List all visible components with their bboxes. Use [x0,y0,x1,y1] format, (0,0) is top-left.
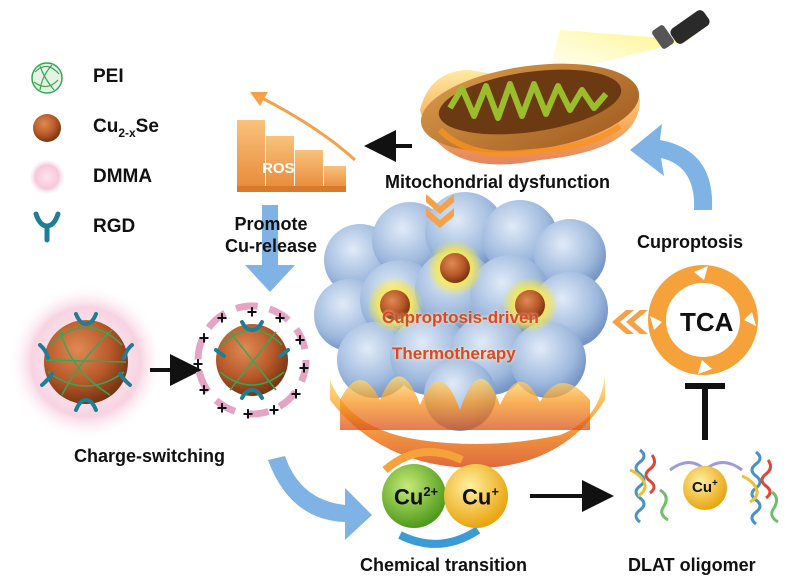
cu-transition [382,448,508,548]
cu2xse-legend-icon [33,114,61,142]
legend [30,62,64,243]
cu2xse-main: Cu [93,116,119,137]
dlat-oligomer-label: DLAT oligomer [628,555,756,575]
plus-charge-icon: + [193,354,204,374]
cu2plus-sup: 2+ [423,484,439,499]
nanoparticle-charged: + + + + + + + + + + + + [193,302,310,424]
arrow-charge-to-chem [268,456,372,540]
cu1plus-ball [444,464,508,528]
dlat-cu-base: Cu [692,479,712,496]
flashlight-icon [652,10,710,49]
plus-charge-icon: + [199,328,210,348]
plus-charge-icon: + [299,358,310,378]
plus-charge-icon: + [275,308,286,328]
promote-label: Promote Cu-release [225,213,317,257]
legend-label-cu2xse: Cu2-xSe [93,116,159,140]
dlat-cu-label: Cu+ [692,478,718,496]
plus-charge-icon: + [295,330,306,350]
therapy-label-line1: Cuproptosis-driven [382,308,539,327]
plus-charge-icon: + [199,380,210,400]
plus-charge-icon: + [247,302,258,322]
nanoparticle-dmma [8,284,164,440]
cu1plus-base: Cu [462,484,492,510]
inhibition-bar [685,383,725,440]
legend-label-dmma: DMMA [93,166,153,187]
mitochondrion [420,10,710,165]
dlat-oligomer [629,448,779,526]
dmma-legend-icon [30,160,64,194]
left-chevrons-icon [612,310,648,334]
rgd-legend-icon [33,211,61,243]
plus-charge-icon: + [217,308,228,328]
tca-label: TCA [680,307,734,337]
arrow-cuproptosis-to-mito [630,124,713,210]
plus-charge-icon: + [291,384,302,404]
cu1plus-sup: + [491,484,499,499]
ros-label: ROS [262,160,295,177]
down-chevrons-icon [426,194,454,228]
promote-line1: Promote [234,214,308,234]
positive-charges: + + + + + + + + + + + + [193,302,310,424]
therapy-label-line2: Thermotherapy [392,344,516,363]
glowing-nanoparticle [502,277,558,333]
tca-cycle [648,265,758,375]
chemical-transition-label: Chemical transition [360,555,528,575]
ros-bar-icon [237,92,357,192]
plus-charge-icon: + [217,398,228,418]
glowing-nanoparticle [367,277,423,333]
arrow-ros-to-charge [245,205,295,292]
plus-charge-icon: + [243,404,254,424]
cu2xse-tail: Se [135,116,159,137]
pei-legend-icon [31,62,63,94]
plus-charge-icon: + [269,400,280,420]
cu2plus-base: Cu [394,484,424,510]
dlat-cu-sup: + [712,478,718,489]
promote-line2: Cu-release [225,236,318,256]
legend-label-pei: PEI [93,66,124,87]
cu1plus-label: Cu+ [462,484,499,510]
cu2plus-ball [382,464,446,528]
cu2plus-label: Cu2+ [394,484,438,510]
mito-dysfunction-label: Mitochondrial dysfunction [385,172,610,192]
legend-label-rgd: RGD [93,216,136,237]
dlat-cu-ball [683,466,727,510]
cu2xse-sub: 2-x [118,125,136,140]
cuproptosis-label: Cuproptosis [637,232,743,252]
charge-switching-label: Charge-switching [74,446,226,466]
glowing-nanoparticle [427,240,483,296]
cell-cluster [314,192,608,469]
